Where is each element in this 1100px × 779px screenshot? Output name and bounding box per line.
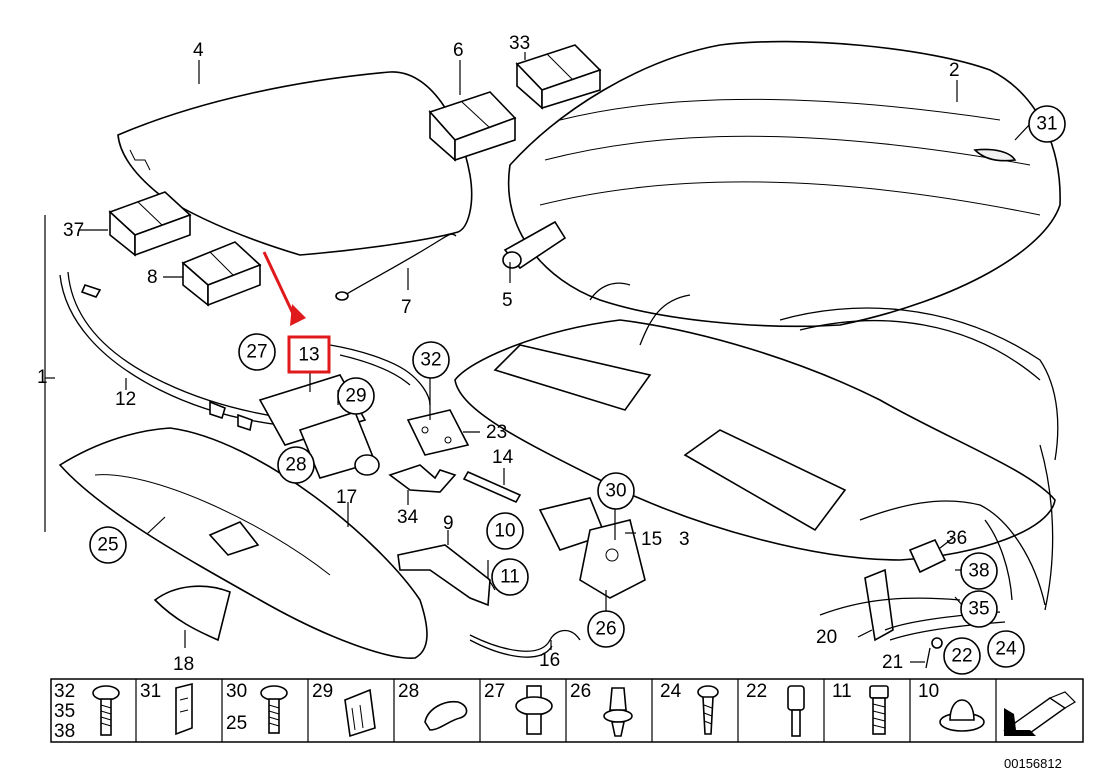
strip-label-29: 29: [312, 681, 333, 702]
box-part-37: [108, 191, 192, 257]
bracket-part-34: [388, 464, 457, 493]
clip-icon: [175, 682, 193, 736]
trim-panel-part-17: [58, 427, 428, 659]
top-frame-part: [454, 282, 1059, 611]
callout-1: 1: [37, 367, 48, 388]
direction-arrow-icon: [1003, 691, 1076, 736]
highlight-arrow: [262, 251, 306, 326]
callout-10: 10: [494, 521, 515, 542]
callout-7: 7: [401, 297, 412, 318]
callout-14: 14: [492, 447, 514, 468]
callout-11: 11: [500, 567, 520, 588]
callout-2: 2: [949, 60, 960, 81]
strip-label-28: 28: [398, 681, 419, 702]
screw-icon: [260, 685, 288, 734]
callout-31: 31: [1036, 114, 1057, 135]
callout-4: 4: [193, 40, 204, 61]
cable-fittings-parts: [819, 538, 1006, 669]
callout-29: 29: [345, 386, 366, 407]
callout-17: 17: [336, 487, 357, 508]
strip-label-10: 10: [918, 681, 939, 702]
callout-30: 30: [605, 481, 626, 502]
callout-32: 32: [420, 350, 441, 371]
callout-27: 27: [246, 342, 267, 363]
hinge-assembly-part-13: [258, 344, 431, 479]
callout-34: 34: [397, 507, 419, 528]
countersunk-screw-icon: [697, 685, 719, 735]
strip-label-22: 22: [746, 681, 767, 702]
strip-label-35: 35: [54, 701, 75, 722]
callout-6: 6: [453, 40, 464, 61]
box-part-8: [181, 241, 262, 307]
stud-icon: [787, 685, 805, 737]
callout-33: 33: [509, 33, 530, 54]
callout-22: 22: [951, 646, 972, 667]
rod-part-14: [462, 470, 522, 504]
callout-15: 15: [641, 529, 662, 550]
callout-38: 38: [968, 561, 989, 582]
callout-9: 9: [443, 513, 454, 534]
bracket-part-23: [406, 409, 470, 456]
callout-13-highlight-box: [287, 335, 331, 374]
rod-part-16: [469, 629, 581, 658]
callout-12: 12: [115, 389, 136, 410]
callout-labels: 1 2 3 4 5 6 7 8 9 10 11 12 13 14 15 16 1…: [37, 33, 1058, 675]
cover-part-18: [153, 585, 231, 642]
callout-37: 37: [63, 220, 84, 241]
callout-25: 25: [97, 535, 118, 556]
callout-36: 36: [946, 528, 967, 549]
strip-label-25: 25: [226, 713, 247, 734]
callout-3: 3: [679, 529, 690, 550]
hardware-strip: 32 35 38 31 30 25 29 28: [50, 678, 1084, 743]
strip-label-26: 26: [570, 681, 591, 702]
cable-part-7: [335, 233, 457, 301]
bracket-part-9: [397, 544, 491, 607]
callout-28: 28: [285, 455, 306, 476]
bracket-clip-icon: [344, 688, 376, 738]
strip-label-38: 38: [54, 721, 75, 742]
callout-20: 20: [816, 627, 837, 648]
callout-13: 13: [298, 345, 319, 366]
reference-number: 00156812: [1004, 756, 1062, 771]
cable-clip-icon: [424, 700, 468, 731]
bolt-icon: [92, 685, 120, 736]
callout-23: 23: [486, 422, 507, 443]
callout-26: 26: [595, 619, 616, 640]
socket-screw-icon: [869, 685, 889, 735]
spacer-icon: [515, 685, 553, 735]
box-part-33: [515, 44, 602, 110]
strip-label-32: 32: [54, 681, 75, 702]
box-part-6: [428, 91, 517, 162]
circled-callouts: [89, 105, 1066, 675]
weatherstrip-part-12: [59, 271, 286, 432]
soft-top-part: [507, 40, 1061, 328]
strip-label-30: 30: [226, 681, 247, 702]
callout-24: 24: [995, 639, 1017, 660]
expansion-rivet-icon: [603, 687, 633, 737]
callout-16: 16: [539, 650, 560, 671]
callout-5: 5: [502, 290, 513, 311]
strip-label-11: 11: [832, 681, 852, 702]
holder-part-5: [502, 220, 567, 270]
strip-label-24: 24: [660, 681, 682, 702]
strip-label-27: 27: [484, 681, 505, 702]
callout-21: 21: [882, 652, 903, 673]
callout-8: 8: [147, 267, 158, 288]
grommet-icon: [939, 699, 985, 732]
callout-18: 18: [173, 654, 194, 675]
callout-35: 35: [968, 599, 989, 620]
lock-part-15: [538, 497, 646, 599]
strip-label-31: 31: [140, 681, 161, 702]
